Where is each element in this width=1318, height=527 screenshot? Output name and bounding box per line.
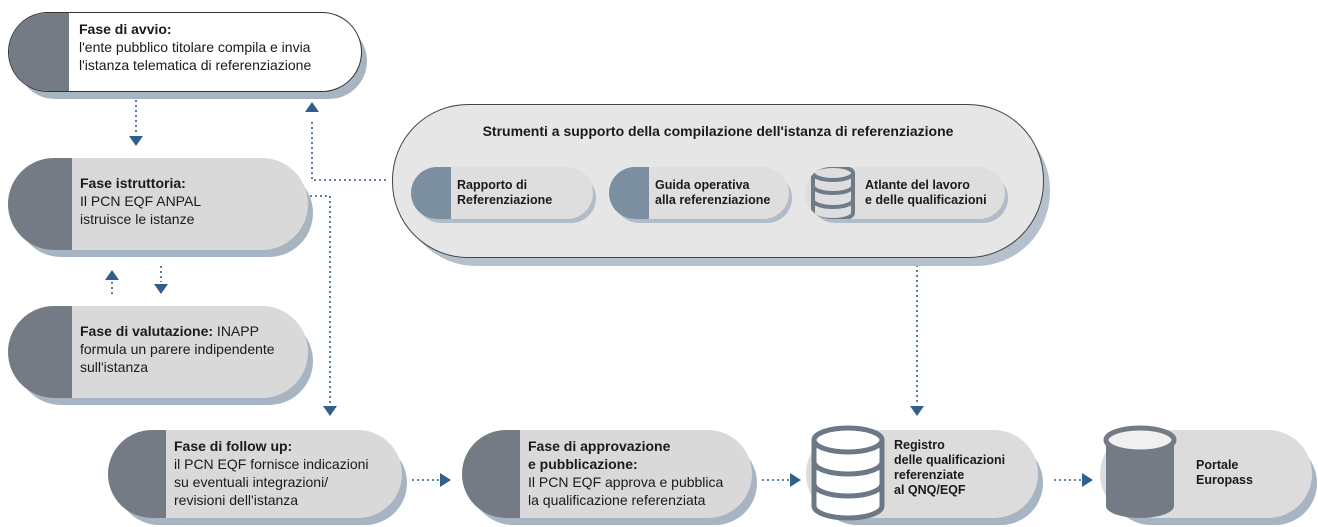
arrow-head [440,473,451,487]
phase-text-line: su eventuali integrazioni/ [174,474,329,490]
tools-title: Strumenti a supporto della compilazione … [482,123,954,139]
phase-title: e pubblicazione: [528,456,638,472]
tool-cap [411,167,451,219]
arrow-head [154,284,168,294]
tool-label-line: e delle qualificazioni [865,193,987,207]
arrow-head [305,102,319,112]
tools-panel: Strumenti a supporto della compilazione … [392,104,1044,258]
database-icon [811,425,885,521]
portale-label-line: Europass [1196,473,1253,487]
phase-text-line: Il PCN EQF ANPAL [80,193,202,209]
arrow-head [790,473,801,487]
registro-label-line: Registro [894,438,945,452]
phase-cap [8,306,72,398]
arrow-head [910,406,924,416]
tool-label-line: Atlante del lavoro [865,178,970,192]
arrow-head [129,136,143,146]
arrow-head [323,406,337,416]
tool-cap [609,167,649,219]
tool-label-line: Rapporto di [457,178,528,192]
phase-text-line: l'ente pubblico titolare compila e invia [79,39,311,55]
phase-cap [108,430,166,518]
phase-valutazione: Fase di valutazione: INAPP formula un pa… [8,306,308,398]
phase-text-line: formula un parere indipendente [80,341,275,357]
phase-cap [8,158,72,250]
connector-tools-to-avvio [311,122,388,181]
tool-label-line: Guida operativa [655,178,750,192]
tool-label-line: alla referenziazione [655,193,771,207]
phase-title-tail: INAPP [213,323,259,339]
registro-label-line: al QNQ/EQF [894,483,966,497]
phase-text-line: il PCN EQF fornisce indicazioni [174,456,369,472]
tool-guida: Guida operativa alla referenziazione [609,167,789,219]
tool-atlante: Atlante del lavoro e delle qualificazion… [805,167,1005,219]
phase-title: Fase di follow up: [174,438,293,454]
database-icon [811,167,855,219]
phase-text-line: Il PCN EQF approva e pubblica [528,474,724,490]
phase-approvazione: Fase di approvazione e pubblicazione: Il… [462,430,752,518]
phase-text-line: istruisce le istanze [80,211,195,227]
arrow-head [105,270,119,280]
phase-followup: Fase di follow up: il PCN EQF fornisce i… [108,430,402,518]
registro-label-line: delle qualificazioni [894,453,1006,467]
phase-text-line: la qualificazione referenziata [528,492,706,508]
arrow-head [1082,473,1093,487]
phase-title: Fase istruttoria: [80,175,186,191]
tool-rapporto: Rapporto di Referenziazione [411,167,593,219]
portale-label-line: Portale [1196,458,1239,472]
phase-cap [9,13,69,91]
phase-text-line: revisioni dell'istanza [174,492,299,508]
phase-cap [462,430,520,518]
tool-label-line: Referenziazione [457,193,553,207]
phase-text-line: l'istanza telematica di referenziazione [79,57,312,73]
phase-title: Fase di valutazione: [80,323,214,339]
registro-label-line: referenziate [894,468,965,482]
database-icon [1103,425,1177,518]
phase-title: Fase di approvazione [528,438,671,454]
phase-text-line: sull'istanza [80,359,149,375]
phase-avvio: Fase di avvio: l'ente pubblico titolare … [8,12,362,92]
phase-istruttoria: Fase istruttoria: Il PCN EQF ANPAL istru… [8,158,308,250]
phase-title: Fase di avvio: [79,21,172,37]
connector-istruttoria-to-followup [310,195,331,404]
